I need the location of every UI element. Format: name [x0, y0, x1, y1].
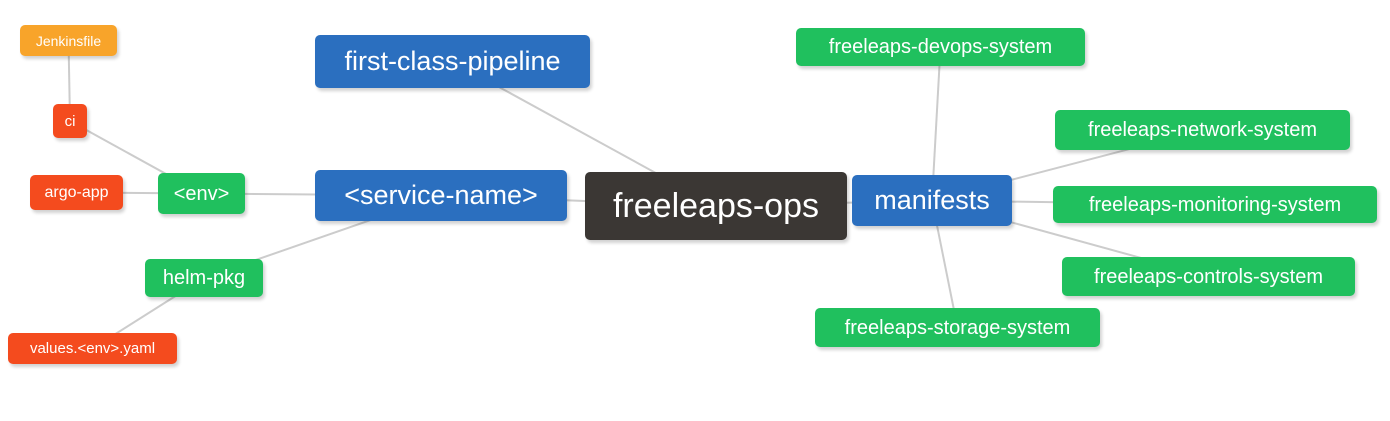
- node-argo-app: argo-app: [30, 175, 123, 210]
- node-storage-system: freeleaps-storage-system: [815, 308, 1100, 347]
- node-ci: ci: [53, 104, 87, 138]
- node-monitoring-system: freeleaps-monitoring-system: [1053, 186, 1377, 223]
- node-service-name: <service-name>: [315, 170, 567, 221]
- node-helm-pkg: helm-pkg: [145, 259, 263, 297]
- node-values-env-yaml: values.<env>.yaml: [8, 333, 177, 364]
- node-freeleaps-ops: freeleaps-ops: [585, 172, 847, 240]
- node-first-class-pipeline: first-class-pipeline: [315, 35, 590, 88]
- node-controls-system: freeleaps-controls-system: [1062, 257, 1355, 296]
- node-network-system: freeleaps-network-system: [1055, 110, 1350, 150]
- node-manifests: manifests: [852, 175, 1012, 226]
- node-devops-system: freeleaps-devops-system: [796, 28, 1085, 66]
- node-jenkinsfile: Jenkinsfile: [20, 25, 117, 56]
- node-env: <env>: [158, 173, 245, 214]
- edge-manifests-devops-system: [931, 46, 942, 201]
